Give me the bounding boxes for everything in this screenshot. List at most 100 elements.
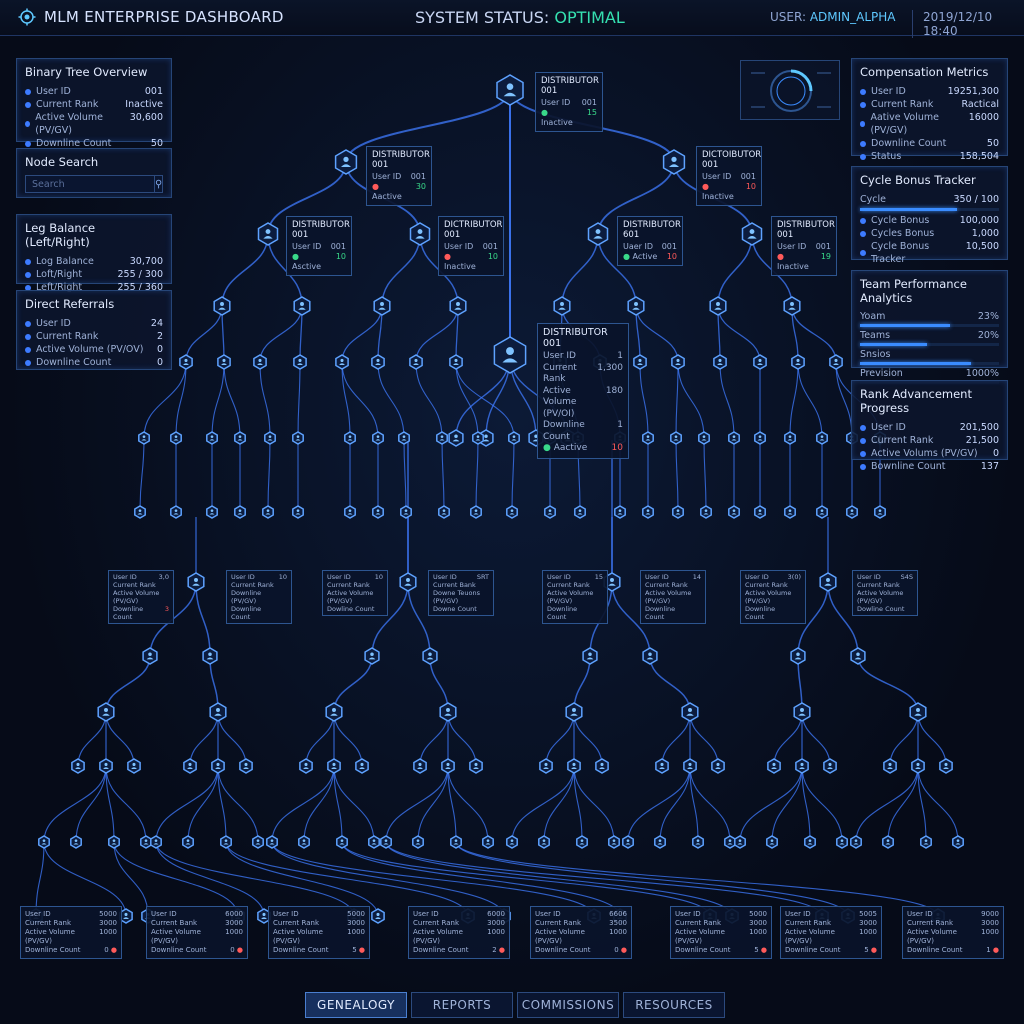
user-node-icon[interactable] xyxy=(373,296,391,316)
user-node-icon[interactable] xyxy=(654,835,666,849)
user-node-icon[interactable] xyxy=(642,431,654,445)
user-node-icon[interactable] xyxy=(70,835,82,849)
user-node-icon[interactable] xyxy=(574,505,586,519)
user-node-icon[interactable] xyxy=(436,431,448,445)
user-node-icon[interactable] xyxy=(795,758,809,774)
user-node-icon[interactable] xyxy=(372,505,384,519)
user-node-icon[interactable] xyxy=(234,505,246,519)
user-node-icon[interactable] xyxy=(336,835,348,849)
user-node-icon[interactable] xyxy=(209,702,227,722)
user-node-icon[interactable] xyxy=(344,431,356,445)
user-node-icon[interactable] xyxy=(633,354,647,370)
user-node-icon[interactable] xyxy=(325,702,343,722)
user-node-icon[interactable] xyxy=(364,647,380,665)
user-node-icon[interactable] xyxy=(829,354,843,370)
user-node-icon[interactable] xyxy=(99,758,113,774)
user-node-icon[interactable] xyxy=(170,431,182,445)
user-node-icon[interactable] xyxy=(335,354,349,370)
user-node-icon[interactable] xyxy=(472,431,484,445)
user-node-icon[interactable] xyxy=(655,758,669,774)
user-node-icon[interactable] xyxy=(252,835,264,849)
user-node-icon[interactable] xyxy=(939,758,953,774)
user-node-icon[interactable] xyxy=(728,505,740,519)
user-node-icon[interactable] xyxy=(441,758,455,774)
user-node-icon[interactable] xyxy=(553,296,571,316)
user-node-icon[interactable] xyxy=(422,647,438,665)
user-node-icon[interactable] xyxy=(728,431,740,445)
user-node-icon[interactable] xyxy=(608,835,620,849)
user-node-icon[interactable] xyxy=(506,835,518,849)
user-node-icon[interactable] xyxy=(642,505,654,519)
user-node-icon[interactable] xyxy=(538,835,550,849)
user-node-icon[interactable] xyxy=(138,431,150,445)
user-node-icon[interactable] xyxy=(355,758,369,774)
user-node-icon[interactable] xyxy=(496,74,524,106)
user-node-icon[interactable] xyxy=(380,835,392,849)
user-node-icon[interactable] xyxy=(108,835,120,849)
user-node-icon[interactable] xyxy=(791,354,805,370)
user-node-icon[interactable] xyxy=(482,835,494,849)
user-node-icon[interactable] xyxy=(253,354,267,370)
user-node-icon[interactable] xyxy=(179,354,193,370)
user-node-icon[interactable] xyxy=(670,431,682,445)
user-node-icon[interactable] xyxy=(140,835,152,849)
user-node-icon[interactable] xyxy=(603,572,621,592)
user-node-icon[interactable] xyxy=(671,354,685,370)
user-node-icon[interactable] xyxy=(576,835,588,849)
user-node-icon[interactable] xyxy=(819,572,837,592)
user-node-icon[interactable] xyxy=(400,505,412,519)
user-node-icon[interactable] xyxy=(952,835,964,849)
user-node-icon[interactable] xyxy=(709,296,727,316)
user-node-icon[interactable] xyxy=(127,758,141,774)
user-node-icon[interactable] xyxy=(262,505,274,519)
user-node-icon[interactable] xyxy=(850,835,862,849)
user-node-icon[interactable] xyxy=(371,354,385,370)
user-node-icon[interactable] xyxy=(299,758,313,774)
user-node-icon[interactable] xyxy=(567,758,581,774)
tab-commissions[interactable]: COMMISSIONS xyxy=(517,992,619,1018)
user-node-icon[interactable] xyxy=(724,835,736,849)
user-node-icon[interactable] xyxy=(874,505,886,519)
user-node-icon[interactable] xyxy=(544,505,556,519)
user-node-icon[interactable] xyxy=(183,758,197,774)
user-node-icon[interactable] xyxy=(206,505,218,519)
user-indicator[interactable]: USER: ADMIN_ALPHA xyxy=(770,10,896,24)
user-node-icon[interactable] xyxy=(298,835,310,849)
user-node-icon[interactable] xyxy=(836,835,848,849)
user-node-icon[interactable] xyxy=(508,431,520,445)
user-node-icon[interactable] xyxy=(292,505,304,519)
user-node-icon[interactable] xyxy=(692,835,704,849)
user-node-icon[interactable] xyxy=(582,647,598,665)
user-node-icon[interactable] xyxy=(142,647,158,665)
user-node-icon[interactable] xyxy=(642,647,658,665)
user-node-icon[interactable] xyxy=(264,431,276,445)
user-node-icon[interactable] xyxy=(493,336,527,374)
user-node-icon[interactable] xyxy=(734,835,746,849)
user-node-icon[interactable] xyxy=(565,702,583,722)
user-node-icon[interactable] xyxy=(470,505,482,519)
user-node-icon[interactable] xyxy=(71,758,85,774)
user-node-icon[interactable] xyxy=(683,758,697,774)
user-node-icon[interactable] xyxy=(662,149,686,175)
user-node-icon[interactable] xyxy=(372,431,384,445)
user-node-icon[interactable] xyxy=(368,835,380,849)
user-node-icon[interactable] xyxy=(449,354,463,370)
user-node-icon[interactable] xyxy=(150,835,162,849)
user-node-icon[interactable] xyxy=(883,758,897,774)
user-node-icon[interactable] xyxy=(450,835,462,849)
user-node-icon[interactable] xyxy=(846,505,858,519)
user-node-icon[interactable] xyxy=(399,572,417,592)
user-node-icon[interactable] xyxy=(753,354,767,370)
